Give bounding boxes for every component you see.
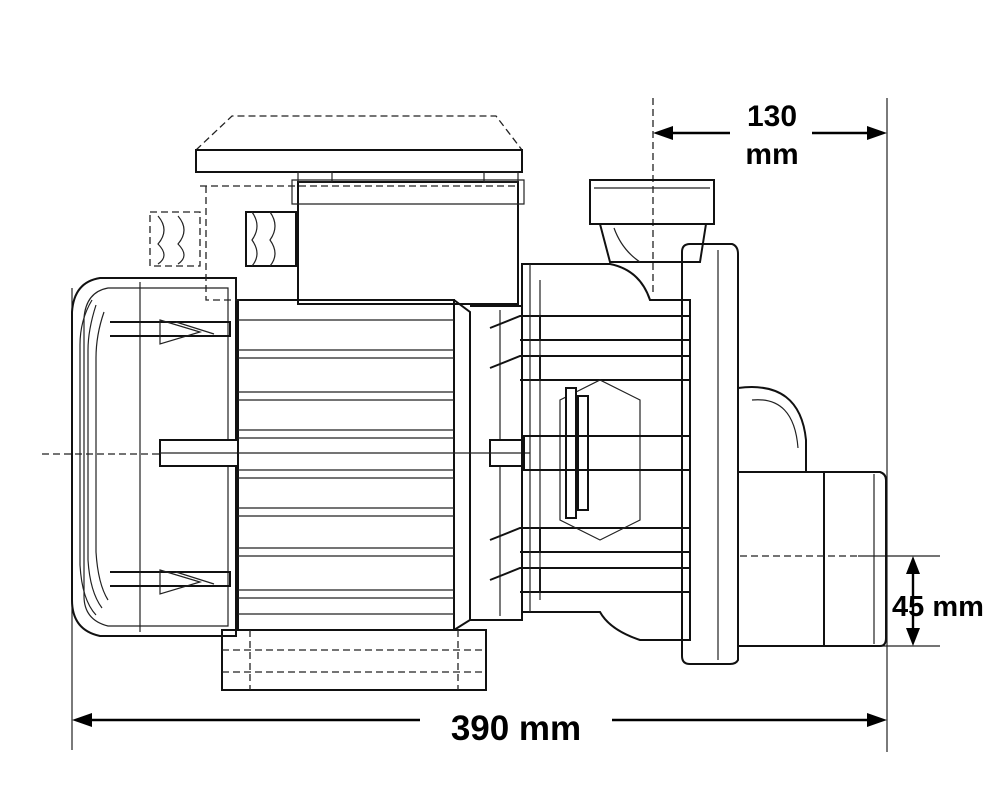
fan-cover	[71, 277, 239, 637]
front-flange	[681, 243, 739, 665]
dimension-overall-length	[72, 713, 887, 727]
terminal-box	[149, 115, 525, 305]
overall-length-label: 390 mm	[451, 709, 581, 748]
inlet-offset-label: 45 mm	[892, 591, 984, 623]
outlet-offset-unit: mm	[745, 138, 798, 171]
inlet-port	[737, 386, 887, 647]
outlet-offset-value: 130	[747, 100, 797, 133]
motor-body	[237, 299, 471, 631]
motor-foot	[221, 629, 487, 691]
pump-bracket	[238, 305, 541, 621]
extension-lines	[42, 98, 940, 752]
dimension-outlet-offset	[653, 126, 887, 140]
pump-housing	[521, 263, 691, 641]
dimension-inlet-offset	[906, 556, 920, 646]
outlet-port	[589, 179, 715, 263]
